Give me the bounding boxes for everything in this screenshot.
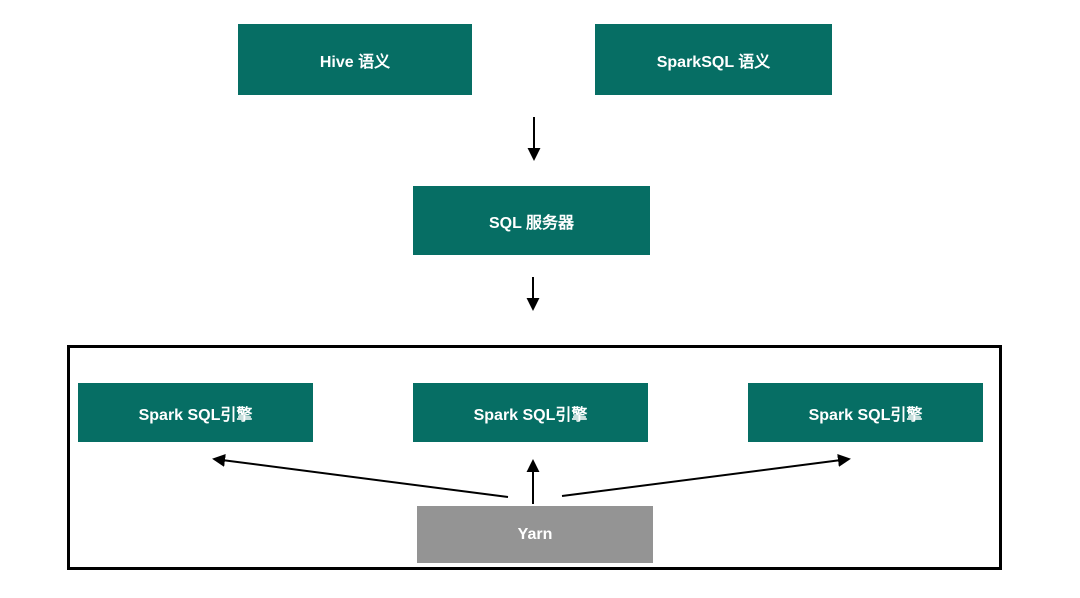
node-spark-sql-engine-left-label: Spark SQL引擎: [138, 406, 253, 424]
node-yarn: Yarn: [417, 506, 653, 563]
node-sparksql-semantics-label: SparkSQL 语义: [656, 53, 771, 71]
node-sql-server: SQL 服务器: [413, 186, 650, 255]
engine-cluster-container: [67, 345, 1002, 570]
node-spark-sql-engine-right: Spark SQL引擎: [748, 383, 983, 442]
node-spark-sql-engine-left: Spark SQL引擎: [78, 383, 313, 442]
node-spark-sql-engine-middle-label: Spark SQL引擎: [473, 406, 588, 424]
node-hive-semantics-label: Hive 语义: [319, 53, 391, 71]
node-spark-sql-engine-middle: Spark SQL引擎: [413, 383, 648, 442]
node-sparksql-semantics: SparkSQL 语义: [595, 24, 832, 95]
node-spark-sql-engine-right-label: Spark SQL引擎: [808, 406, 923, 424]
node-yarn-label: Yarn: [517, 525, 553, 543]
node-hive-semantics: Hive 语义: [238, 24, 472, 95]
node-sql-server-label: SQL 服务器: [488, 214, 575, 232]
